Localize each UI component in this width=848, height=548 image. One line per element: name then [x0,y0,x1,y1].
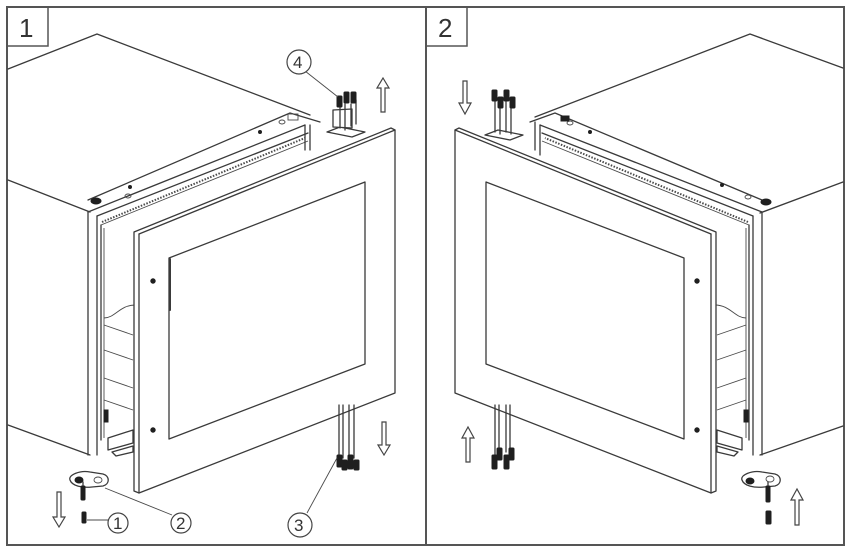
svg-text:2: 2 [438,13,452,43]
arrow-up-door-screws [460,425,476,463]
panel-step-1: 1 [6,6,396,538]
arrow-down-bottom-hinge [51,491,67,529]
top-hinge-screws-mirrored [484,89,524,141]
appliance-door [133,127,396,494]
step-label-1: 1 [6,6,49,47]
arrow-down-door-screws [376,421,392,457]
arrow-up-bottom-hinge [789,487,805,526]
callout-3: 3 [287,457,338,538]
appliance-cabinet [7,33,321,457]
appliance-cabinet-mirrored [529,33,844,457]
svg-text:1: 1 [19,13,33,43]
door-bottom-screws [336,404,360,471]
bottom-hinge-bracket [69,470,109,524]
arrow-down-top-hinge [457,80,473,116]
svg-text:2: 2 [176,514,185,533]
door-bottom-screws-mirrored [491,404,515,470]
bottom-hinge-bracket-mirrored [741,470,781,525]
diagram-frame [6,6,845,546]
panel-step-2: 2 [425,6,844,526]
callout-1: 1 [87,512,129,534]
arrow-up-top-hinge [375,76,391,113]
svg-text:3: 3 [294,516,303,535]
appliance-door-mirrored [454,127,717,494]
callout-4: 4 [286,49,339,98]
top-hinge-screws [326,91,366,138]
callout-2: 2 [104,487,192,534]
svg-text:1: 1 [113,514,122,533]
step-label-2: 2 [425,6,468,47]
svg-text:4: 4 [293,53,302,72]
